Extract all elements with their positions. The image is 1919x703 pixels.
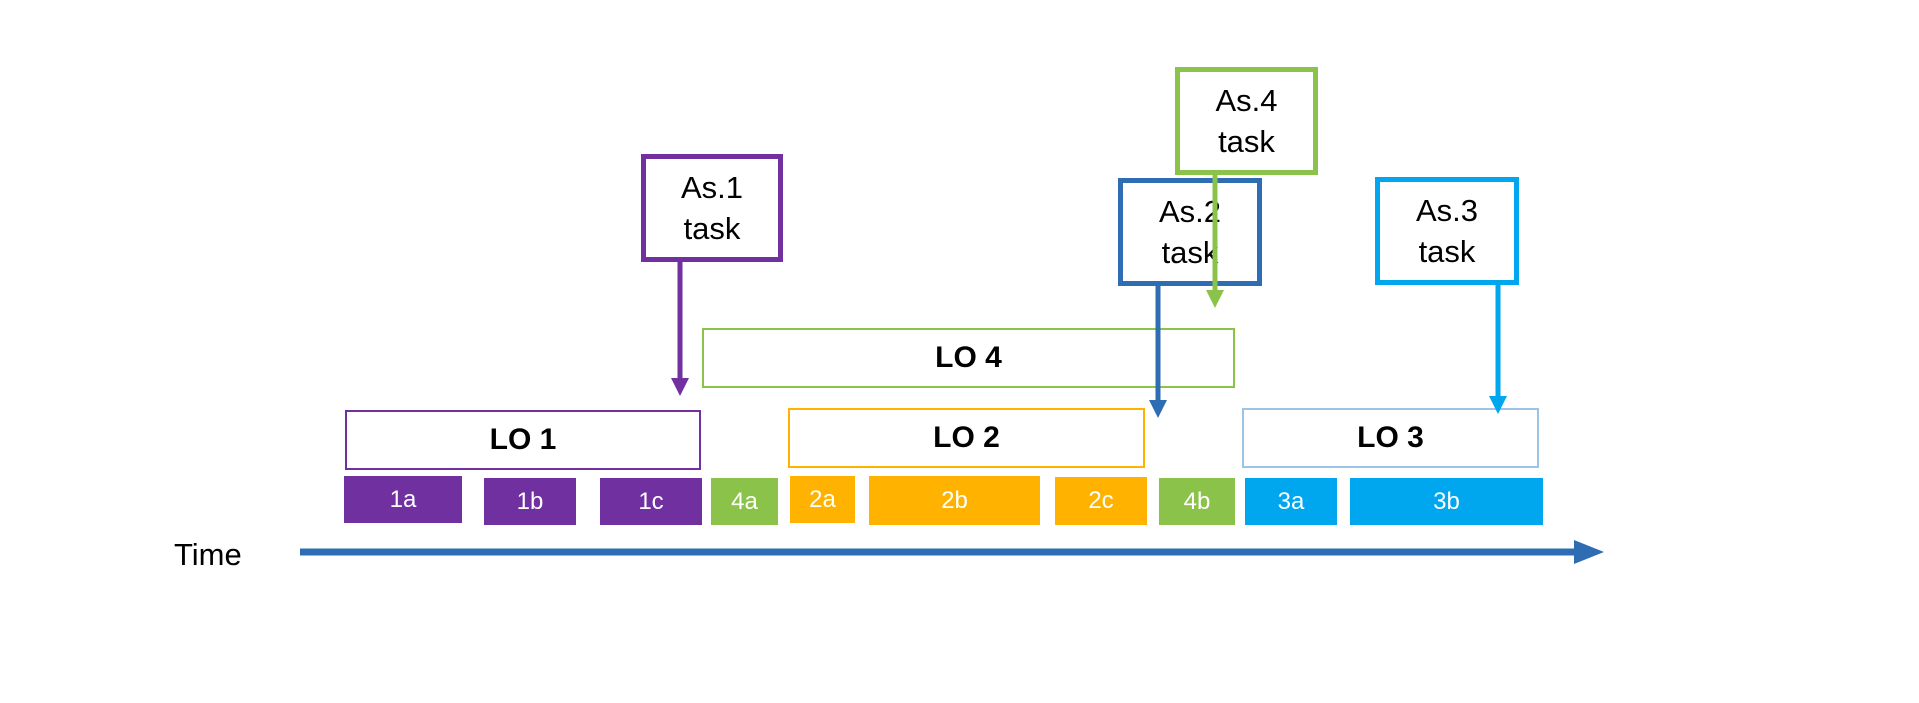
segment-3a-label: 3a [1277,487,1305,515]
lo-3-label: LO 3 [1357,421,1424,454]
as-4-title: As.4 [1215,83,1278,118]
segment-2a: 2a [790,476,855,523]
segment-1b: 1b [484,478,576,525]
as-1-title: As.1 [680,170,744,205]
as-3-title: As.3 [1415,193,1479,228]
as-1-arrowhead [671,378,689,396]
segment-3b-label: 3b [1433,487,1460,515]
lo-2-label: LO 2 [933,421,1000,454]
as-2-arrowhead [1149,400,1167,418]
as-1-task-box: As.1 task [641,154,783,262]
segment-1b-label: 1b [516,487,544,515]
segment-1c: 1c [600,478,702,525]
segment-4a-label: 4a [731,487,758,515]
segment-1a: 1a [344,476,462,523]
segment-3b: 3b [1350,478,1543,525]
segment-3a: 3a [1245,478,1337,525]
as-4-task-box: As.4 task [1175,67,1318,175]
as-1-subtitle: task [683,211,741,246]
as-3-subtitle: task [1418,234,1476,269]
segment-4b-label: 4b [1183,487,1211,515]
as-4-arrowhead [1206,290,1224,308]
lo-4-box: LO 4 [702,328,1235,388]
lo-1-box: LO 1 [345,410,701,470]
segment-2c-label: 2c [1088,487,1114,514]
segment-4a: 4a [711,478,778,525]
segment-2a-label: 2a [809,485,836,513]
as-2-task-box: As.2 task [1118,178,1262,286]
as-2-title: As.2 [1158,194,1222,229]
lo-1-label: LO 1 [489,423,557,456]
segment-2b: 2b [869,476,1040,525]
time-label: Time [174,537,242,572]
lo-4-label: LO 4 [935,341,1002,374]
as-2-subtitle: task [1161,235,1219,270]
as-4-subtitle: task [1218,124,1275,159]
segment-4b: 4b [1159,478,1235,525]
as-3-task-box: As.3 task [1375,177,1519,285]
lo-2-box: LO 2 [788,408,1145,468]
segment-2c: 2c [1055,477,1147,525]
segment-1a-label: 1a [389,485,417,513]
lo-3-box: LO 3 [1242,408,1539,468]
segment-1c-label: 1c [638,487,664,515]
segment-2b-label: 2b [941,486,968,514]
time-axis-arrowhead [1574,540,1604,564]
